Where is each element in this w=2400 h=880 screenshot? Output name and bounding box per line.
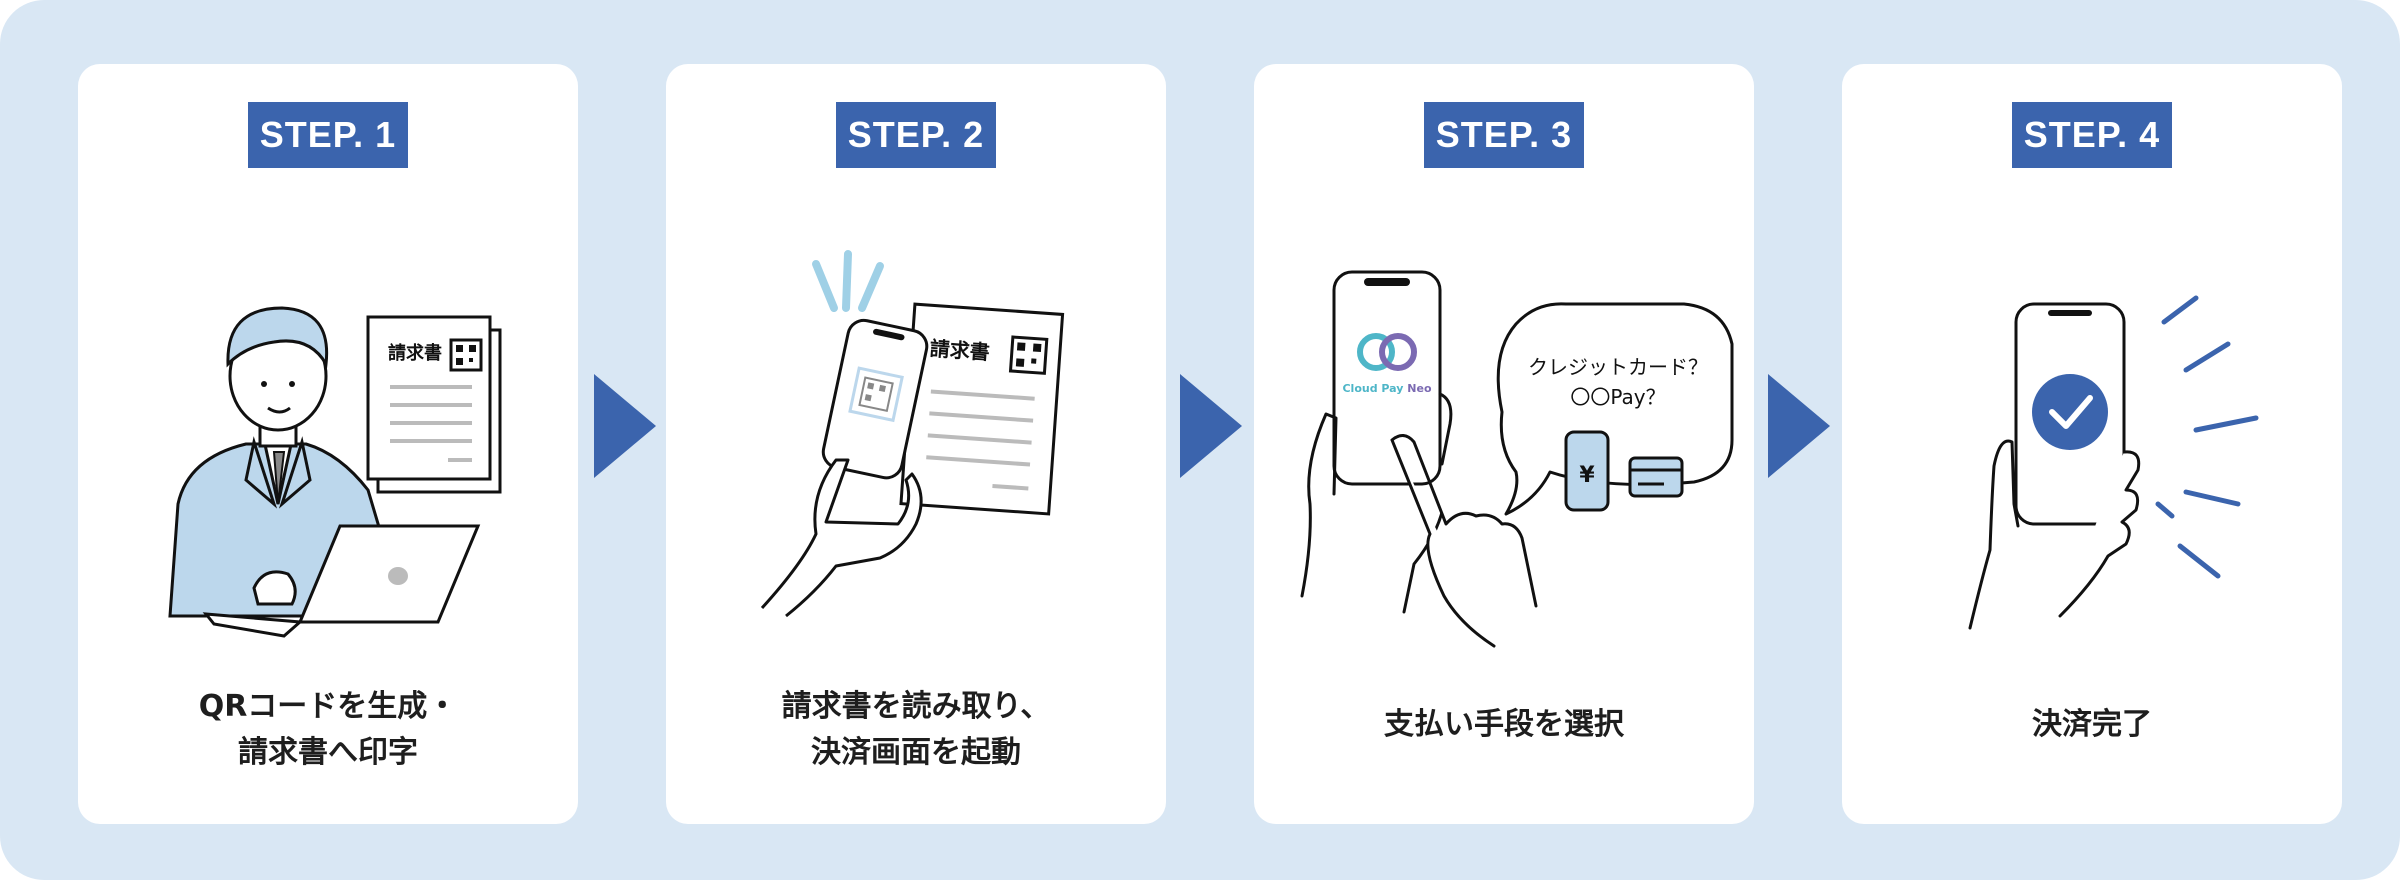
document-icon: 請求書 bbox=[366, 315, 492, 481]
step-1-caption: QRコードを生成・ 請求書へ印字 bbox=[78, 684, 578, 776]
payment-complete-icon bbox=[1968, 295, 2259, 630]
step-card-3: STEP. 3 Cloud Pay Neo クレジットカード？ 〇〇Pay？ bbox=[1254, 64, 1754, 824]
qr-code-icon bbox=[449, 338, 483, 372]
chevron-right-icon bbox=[594, 374, 656, 478]
step-1-caption-line-2: 請求書へ印字 bbox=[238, 735, 418, 770]
step-1-caption-line-1: QRコードを生成・ bbox=[198, 689, 458, 724]
check-circle-icon bbox=[2032, 374, 2108, 450]
step-4-badge: STEP. 4 bbox=[2012, 102, 2172, 168]
smartphone-icon bbox=[821, 318, 929, 480]
step-2-badge: STEP. 2 bbox=[836, 102, 996, 168]
step-3-app-name: Cloud Pay Neo bbox=[1342, 382, 1431, 395]
smartphone-icon: Cloud Pay Neo bbox=[1332, 270, 1442, 486]
step-2-caption-line-1: 請求書を読み取り、 bbox=[781, 689, 1051, 724]
step-3-app-name-main: Cloud Pay bbox=[1342, 382, 1407, 395]
qr-code-icon bbox=[1008, 335, 1049, 375]
person-laptop-invoice-icon: 請求書 bbox=[168, 306, 502, 638]
step-4-caption-line-1: 決済完了 bbox=[2032, 707, 2152, 742]
chevron-right-icon bbox=[1768, 374, 1830, 478]
step-card-1: STEP. 1 請求書 bbox=[78, 64, 578, 824]
step-3-bubble-line-2: 〇〇Pay？ bbox=[1570, 385, 1665, 409]
step-3-badge: STEP. 3 bbox=[1424, 102, 1584, 168]
step-3-illustration: Cloud Pay Neo クレジットカード？ 〇〇Pay？ ¥ bbox=[1254, 204, 1754, 684]
document-icon: 請求書 bbox=[899, 302, 1065, 516]
step-2-illustration: 請求書 bbox=[666, 204, 1166, 684]
step-3-app-name-accent: Neo bbox=[1407, 382, 1432, 395]
step-2-doc-label: 請求書 bbox=[929, 336, 991, 364]
scan-invoice-icon: 請求書 bbox=[760, 250, 1065, 618]
credit-card-icon bbox=[1628, 456, 1684, 498]
step-3-caption-line-1: 支払い手段を選択 bbox=[1384, 707, 1624, 742]
step-1-badge: STEP. 1 bbox=[248, 102, 408, 168]
step-4-caption: 決済完了 bbox=[1842, 702, 2342, 748]
step-card-2: STEP. 2 請求書 bbox=[666, 64, 1166, 824]
step-1-doc-label: 請求書 bbox=[388, 342, 442, 364]
chevron-right-icon bbox=[1180, 374, 1242, 478]
yen-icon: ¥ bbox=[1564, 430, 1610, 512]
step-4-illustration bbox=[1842, 204, 2342, 684]
step-3-bubble-line-1: クレジットカード？ bbox=[1528, 355, 1708, 379]
step-2-caption-line-2: 決済画面を起動 bbox=[811, 735, 1021, 770]
step-card-4: STEP. 4 bbox=[1842, 64, 2342, 824]
step-3-yen-symbol: ¥ bbox=[1579, 463, 1595, 488]
step-1-illustration: 請求書 bbox=[78, 204, 578, 684]
step-2-caption: 請求書を読み取り、 決済画面を起動 bbox=[666, 684, 1166, 776]
laptop-icon bbox=[202, 524, 481, 638]
select-payment-icon: Cloud Pay Neo クレジットカード？ 〇〇Pay？ ¥ bbox=[1300, 270, 1734, 648]
step-3-caption: 支払い手段を選択 bbox=[1254, 702, 1754, 748]
